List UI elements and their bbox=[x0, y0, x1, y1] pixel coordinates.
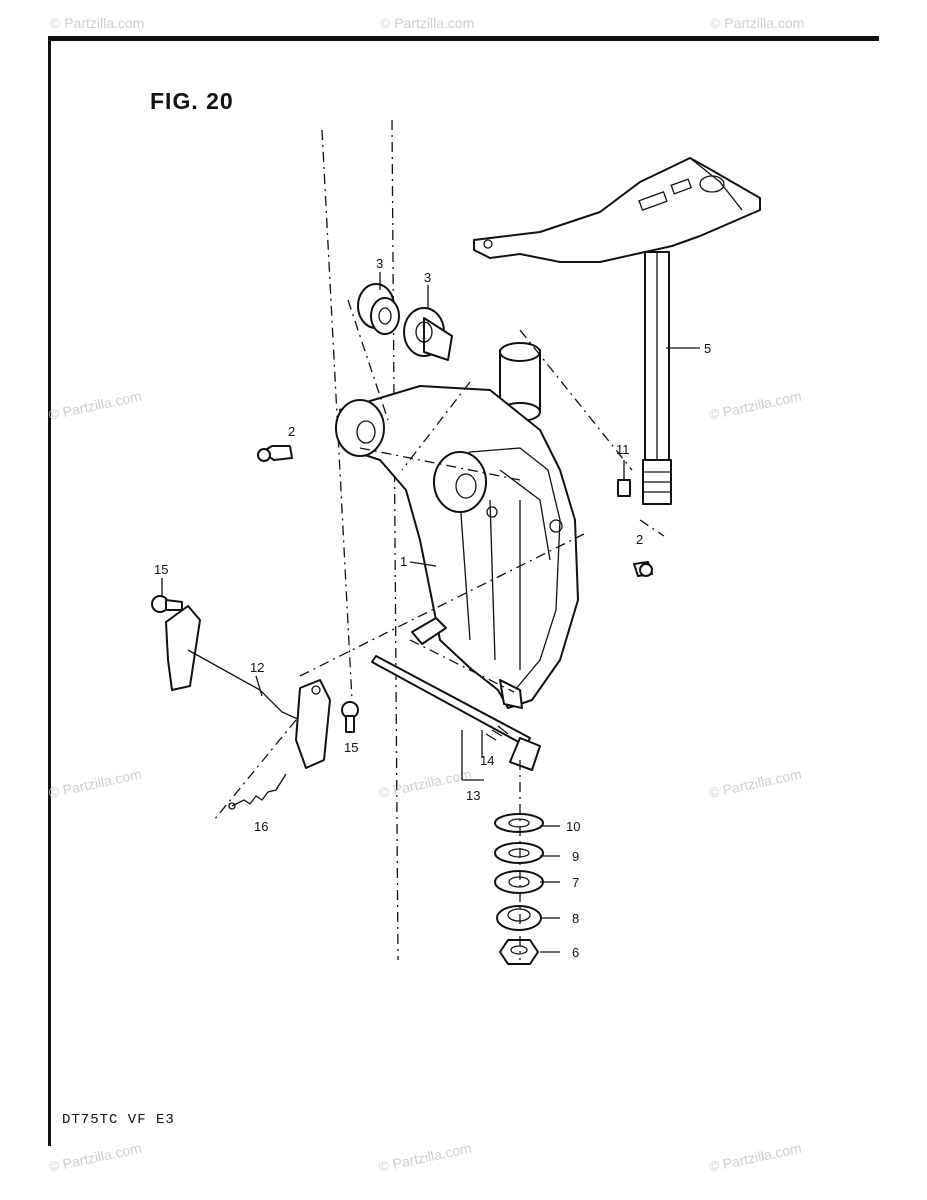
bolt-part bbox=[341, 701, 359, 733]
frame-top-border bbox=[48, 36, 879, 41]
callout-label: 7 bbox=[572, 875, 579, 890]
callout-label: 1 bbox=[400, 554, 407, 569]
watermark-text: © Partzilla.com bbox=[50, 15, 144, 31]
callout-label: 15 bbox=[344, 740, 358, 755]
reference-line bbox=[321, 129, 353, 701]
watermark-text: © Partzilla.com bbox=[707, 766, 803, 801]
nut-part bbox=[499, 939, 539, 965]
callout-label: 6 bbox=[572, 945, 579, 960]
callout-label: 5 bbox=[704, 341, 711, 356]
callout-label: 8 bbox=[572, 911, 579, 926]
callout-label: 2 bbox=[288, 424, 295, 439]
sleeve-part bbox=[499, 342, 541, 422]
washer-part bbox=[494, 842, 544, 864]
bolt-part bbox=[257, 445, 293, 462]
callout-label: 13 bbox=[466, 788, 480, 803]
watermark-text: © Partzilla.com bbox=[377, 766, 473, 801]
washer-part bbox=[496, 905, 542, 931]
callout-label: 9 bbox=[572, 849, 579, 864]
watermark-text: © Partzilla.com bbox=[380, 15, 474, 31]
callout-label: 16 bbox=[254, 819, 268, 834]
callout-label: 10 bbox=[566, 819, 580, 834]
callout-label: 2 bbox=[636, 532, 643, 547]
callout-label: 12 bbox=[250, 660, 264, 675]
frame-left-border bbox=[48, 36, 51, 1146]
reference-line bbox=[391, 119, 399, 961]
tilt-rod-part bbox=[371, 655, 541, 771]
callout-label: 3 bbox=[376, 256, 383, 271]
watermark-text: © Partzilla.com bbox=[707, 388, 803, 423]
washer-part bbox=[494, 813, 544, 833]
steering-bracket-part bbox=[473, 157, 761, 505]
watermark-text: © Partzilla.com bbox=[47, 1140, 143, 1175]
watermark-text: © Partzilla.com bbox=[47, 388, 143, 423]
watermark-text: © Partzilla.com bbox=[710, 15, 804, 31]
bolt-part bbox=[151, 595, 183, 613]
watermark-text: © Partzilla.com bbox=[47, 766, 143, 801]
bushing-part bbox=[357, 283, 400, 335]
watermark-text: © Partzilla.com bbox=[707, 1140, 803, 1175]
callout-label: 14 bbox=[480, 753, 494, 768]
callout-label: 15 bbox=[154, 562, 168, 577]
callout-label: 11 bbox=[616, 442, 630, 457]
lock-plate-part bbox=[165, 605, 331, 769]
washer-part bbox=[494, 870, 544, 894]
figure-title: FIG. 20 bbox=[150, 88, 234, 114]
watermark-text: © Partzilla.com bbox=[377, 1140, 473, 1175]
callout-labels: 1 2 2 3 3 5 6 7 8 9 10 11 12 13 14 15 15… bbox=[154, 256, 711, 960]
model-code-footer: DT75TC VF E3 bbox=[62, 1112, 175, 1128]
callout-label: 3 bbox=[424, 270, 431, 285]
assembly-lines bbox=[161, 272, 700, 960]
bolt-part bbox=[633, 561, 653, 577]
bushing-part bbox=[403, 307, 453, 361]
swivel-bracket-part bbox=[335, 385, 579, 709]
spring-part bbox=[228, 773, 287, 810]
key-part bbox=[617, 479, 631, 497]
